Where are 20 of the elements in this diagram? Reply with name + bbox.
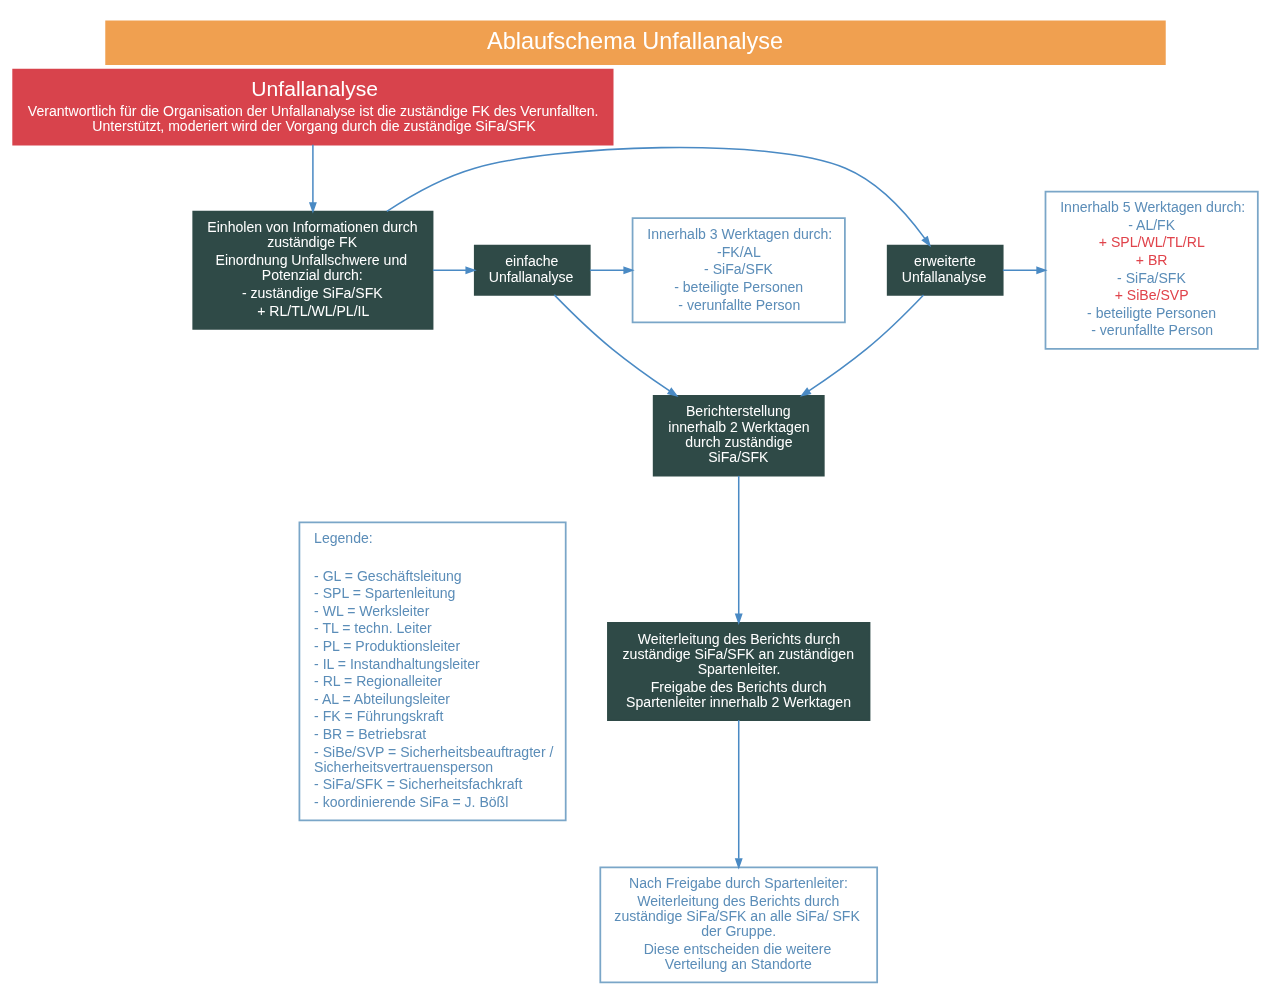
node-box: Unfallanalyse Verantwortlich für die Organisation der Unfallanalyse ist die zuständige FK des Verunfallten. Unterstützt, moderiert wird der Vorgang durch die zuständige SiFa/SFK (12, 68, 614, 146)
node-box: erweiterte Unfallanalyse (886, 244, 1004, 296)
arrow (553, 294, 679, 397)
arrow (589, 266, 635, 275)
node-box: Innerhalb 5 Werktagen durch: - AL/FK + SPL/WL/TL/RL + BR - SiFa/SFK + SiBe/SVP - beteiligte Personen - verunfallte Person (1044, 190, 1259, 350)
arrow (1002, 266, 1048, 275)
arrow (308, 144, 317, 214)
arrow (432, 266, 477, 275)
node-box: Weiterleitung des Berichts durch zuständige SiFa/SFK an zuständigen Spartenleiter. Freigabe des Berichts durch Spartenleiter innerhalb 2 Werktagen (607, 621, 871, 721)
node-box: einfache Unfallanalyse (473, 244, 591, 296)
arrow (799, 294, 925, 397)
node-box: Legende: - GL = Geschäftsleitung - SPL = Spartenleitung - WL = Werksleiter - TL = techn. Leiter - PL = Produktionsleiter - IL = Instandhaltungsleiter - RL = Regionalleiter - AL = Abteilungsleiter - FK = Führungskraft - BR = Betriebsrat - SiBe/SVP = Sicherheitsbeauftragter / Sicherheitsvertrauensperson - SiFa/SFK = Sicherheitsfachkraft - koordinierende SiFa = J. Bößl (298, 521, 567, 822)
arrow (386, 146, 932, 248)
node-box: Berichterstellung innerhalb 2 Werktagen durch zuständige SiFa/SFK (652, 394, 825, 477)
node-box: Nach Freigabe durch Spartenleiter: Weiterleitung des Berichts durch zuständige SiFa/SFK an alle SiFa/ SFK der Gruppe. Diese entscheiden die weitere Verteilung an Standorte (599, 866, 879, 984)
node-box: Einholen von Informationen durch zuständige FK Einordnung Unfallschwere und Potenzial durch: - zuständige SiFa/SFK + RL/TL/WL/PL/IL (192, 210, 434, 330)
node-box: Innerhalb 3 Werktagen durch: -FK/AL - SiFa/SFK - beteiligte Personen - verunfallte Person (631, 217, 846, 324)
arrow (734, 475, 743, 625)
diagram-title: Ablaufschema Unfallanalyse (487, 27, 784, 54)
arrow (734, 719, 743, 870)
